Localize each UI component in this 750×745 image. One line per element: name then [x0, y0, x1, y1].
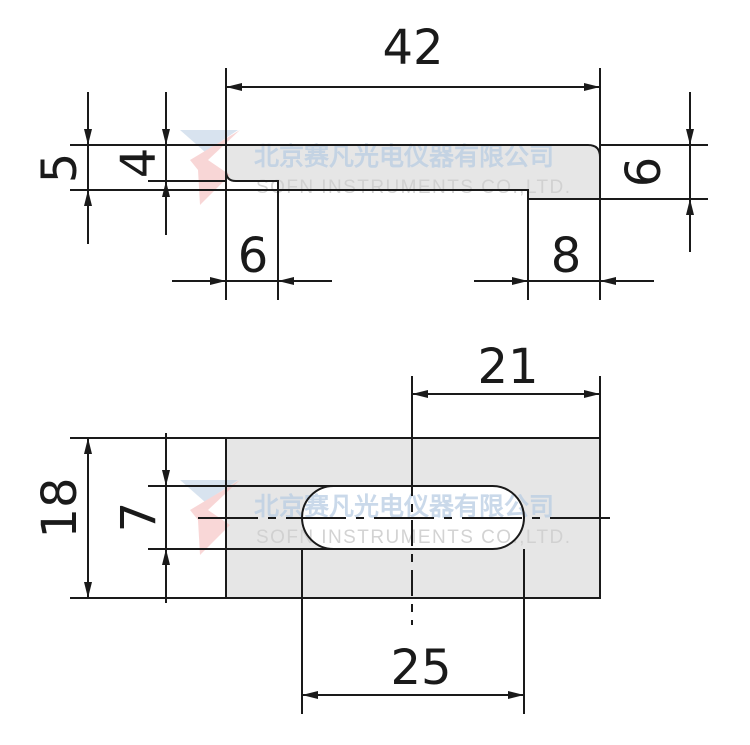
dim-slot-center-offset: 21 [412, 339, 600, 398]
dim-overall-length: 42 [226, 20, 600, 91]
top-view-outline [225, 144, 601, 200]
top-view: 北京赛凡光电仪器有限公司 SOFN INSTRUMENTS CO.,LTD. 4… [32, 20, 708, 300]
dim-7-label: 7 [111, 502, 167, 533]
dim-5-label: 5 [32, 153, 88, 184]
watermark-chinese: 北京赛凡光电仪器有限公司 [254, 492, 554, 521]
top-view-part-body [226, 145, 600, 199]
bottom-view: 北京赛凡光电仪器有限公司 SOFN INSTRUMENTS CO.,LTD. 2 [32, 339, 616, 714]
centerlines [198, 470, 616, 625]
dim-18-label: 18 [32, 477, 88, 538]
dim-6-bottom-label: 6 [238, 228, 269, 284]
dim-25-label: 25 [390, 640, 451, 696]
watermark-logo-icon [180, 130, 240, 205]
dim-21-label: 21 [477, 339, 538, 395]
dim-6-right-label: 6 [616, 157, 672, 188]
dim-4-label: 4 [111, 148, 167, 179]
watermark-english: SOFN INSTRUMENTS CO.,LTD. [256, 177, 570, 198]
dim-8-label: 8 [551, 228, 582, 284]
dim-slot-length: 25 [302, 640, 524, 699]
watermark-chinese: 北京赛凡光电仪器有限公司 [254, 142, 554, 171]
dim-42-label: 42 [382, 20, 443, 76]
